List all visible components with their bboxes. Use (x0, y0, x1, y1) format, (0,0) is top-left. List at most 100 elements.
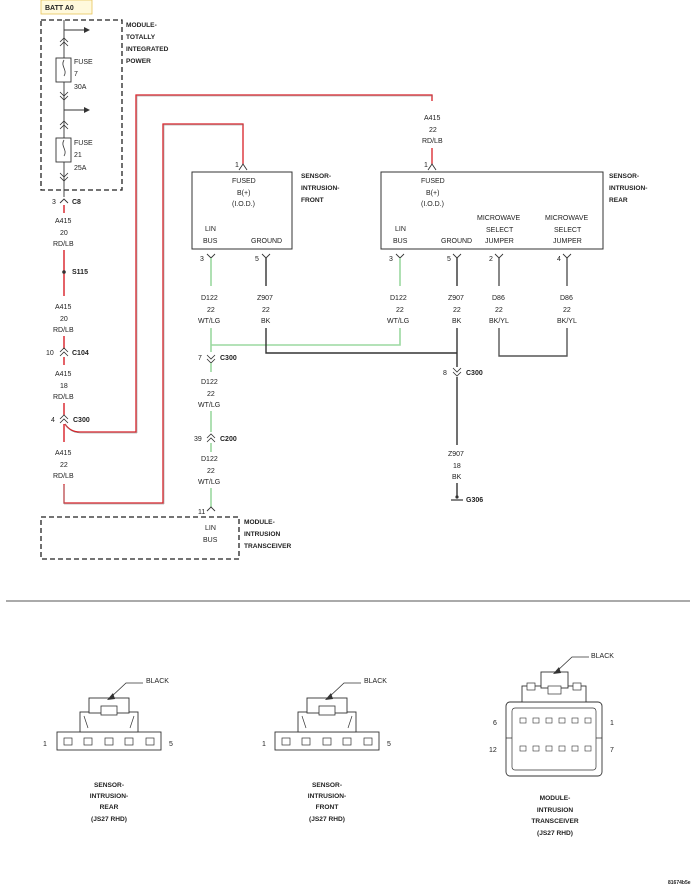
rear-mw2-2: SELECT (554, 227, 582, 234)
rear-lin-terminal-icon (395, 253, 405, 259)
rear-ground: GROUND (441, 238, 472, 245)
wire-z907-join (265, 328, 457, 354)
trans-pin-tr: 1 (610, 720, 614, 727)
w2-color: RD/LB (53, 327, 74, 334)
front-conn-color: BLACK (364, 678, 387, 685)
trans-cavity (545, 745, 553, 752)
arrow-icon (107, 693, 115, 700)
rear-mw2-color: BK/YL (557, 318, 577, 325)
transceiver-terminal-icon (206, 506, 216, 512)
top-wire-color: RD/LB (422, 138, 443, 145)
rear-cavity (63, 737, 73, 746)
front-conn-cap-3: FRONT (316, 804, 339, 811)
front-lin-color: WT/LG (198, 318, 220, 325)
rear-title-3: REAR (609, 197, 628, 204)
rear-fused-b: B(+) (426, 190, 439, 197)
c104-pin: 10 (46, 350, 54, 357)
front-cavity (342, 737, 352, 746)
rear-sensor-box (380, 171, 604, 250)
trans-title-3: TRANSCEIVER (244, 543, 291, 550)
front-lin-1: LIN (205, 226, 216, 233)
c300-center-connector-icon (206, 354, 216, 364)
rear-mw2-1: MICROWAVE (545, 215, 588, 222)
rear-conn-pin-left: 1 (43, 741, 47, 748)
rear-mw2-3: JUMPER (553, 238, 582, 245)
wire-d122-join (211, 328, 401, 346)
trans-lin-2: BUS (203, 537, 218, 544)
tipm-title-2: TOTALLY (126, 34, 156, 41)
trans-conn-cap-3: TRANSCEIVER (531, 818, 578, 825)
w2-gauge: 20 (60, 316, 68, 323)
front-fused-b: B(+) (237, 190, 250, 197)
connector-view-transceiver (505, 656, 603, 777)
trans-conn-cap-4: (JS27 RHD) (537, 830, 573, 837)
w1-color: RD/LB (53, 241, 74, 248)
front-pin-gnd: 5 (255, 256, 259, 263)
front-connector-tab (318, 705, 336, 716)
fuse21-label: FUSE (74, 140, 93, 147)
rear-lin-1: LIN (395, 226, 406, 233)
w1-circuit: A415 (55, 218, 71, 225)
trans-cavity (519, 717, 527, 724)
trans-cavity (571, 717, 579, 724)
fuse7-label: FUSE (74, 59, 93, 66)
tipm-title-1: MODULE- (126, 22, 157, 29)
rear-gnd-terminal-icon (452, 253, 462, 259)
w3-circuit: A415 (55, 371, 71, 378)
transceiver-module-box (40, 516, 240, 560)
tipm-connector-icon (59, 37, 69, 47)
rear-mw2-gauge: 22 (563, 307, 571, 314)
rear-lin-gauge: 22 (396, 307, 404, 314)
ground-w-color: BK (452, 474, 462, 481)
front-connector-guide-icon (301, 715, 353, 729)
rear-cavity (124, 737, 134, 746)
front-lin-gauge: 22 (207, 307, 215, 314)
ground-c300-pin: 8 (443, 370, 447, 377)
trans-pin-tl: 6 (493, 720, 497, 727)
trans-title-1: MODULE- (244, 519, 275, 526)
rear-title-1: SENSOR- (609, 173, 639, 180)
rear-pin-b: 1 (424, 162, 428, 169)
wire-a415-shadow (63, 124, 244, 505)
rear-fused: FUSED (421, 178, 445, 185)
trans-cavities-bottom (519, 745, 592, 752)
trans-connector-lug (526, 682, 536, 691)
c200-connector-icon (206, 433, 216, 443)
trans-conn-cap-2: INTRUSION (537, 807, 574, 814)
w4-color: RD/LB (53, 473, 74, 480)
arrow-icon (325, 693, 333, 700)
front-gnd-gauge: 22 (262, 307, 270, 314)
center-w2-gauge: 22 (207, 468, 215, 475)
front-cavity (363, 737, 373, 746)
fuse21-number: 21 (74, 152, 82, 159)
c300-ground-connector-icon (452, 367, 462, 377)
connector-view-rear (56, 682, 162, 751)
rear-callout-leader (109, 682, 143, 699)
center-c200-label: C200 (220, 436, 237, 443)
rear-pin-mw1: 2 (489, 256, 493, 263)
rear-pin-b-terminal-icon (427, 163, 437, 171)
rear-gnd-circuit: Z907 (448, 295, 464, 302)
front-cavity (301, 737, 311, 746)
figure-id: 81674b5e (668, 880, 691, 886)
trans-cavity (532, 745, 540, 752)
c300-left-pin: 4 (51, 417, 55, 424)
front-conn-pin-left: 1 (262, 741, 266, 748)
arrow-right-icon (84, 107, 90, 113)
front-pin-b-terminal-icon (238, 163, 248, 171)
front-conn-cap-4: (JS27 RHD) (309, 816, 345, 823)
trans-cavity (558, 745, 566, 752)
rear-title-2: INTRUSION- (609, 185, 647, 192)
ground-w-gauge: 18 (453, 463, 461, 470)
g306-label: G306 (466, 497, 483, 504)
front-fused: FUSED (232, 178, 256, 185)
front-gnd-terminal-icon (261, 253, 271, 259)
trans-pin-bl: 12 (489, 747, 497, 754)
front-gnd-color: BK (261, 318, 271, 325)
rear-mw2-circuit: D86 (560, 295, 573, 302)
rear-gnd-gauge: 22 (453, 307, 461, 314)
rear-lin-2: BUS (393, 238, 408, 245)
center-c300-label: C300 (220, 355, 237, 362)
front-conn-pin-right: 5 (387, 741, 391, 748)
